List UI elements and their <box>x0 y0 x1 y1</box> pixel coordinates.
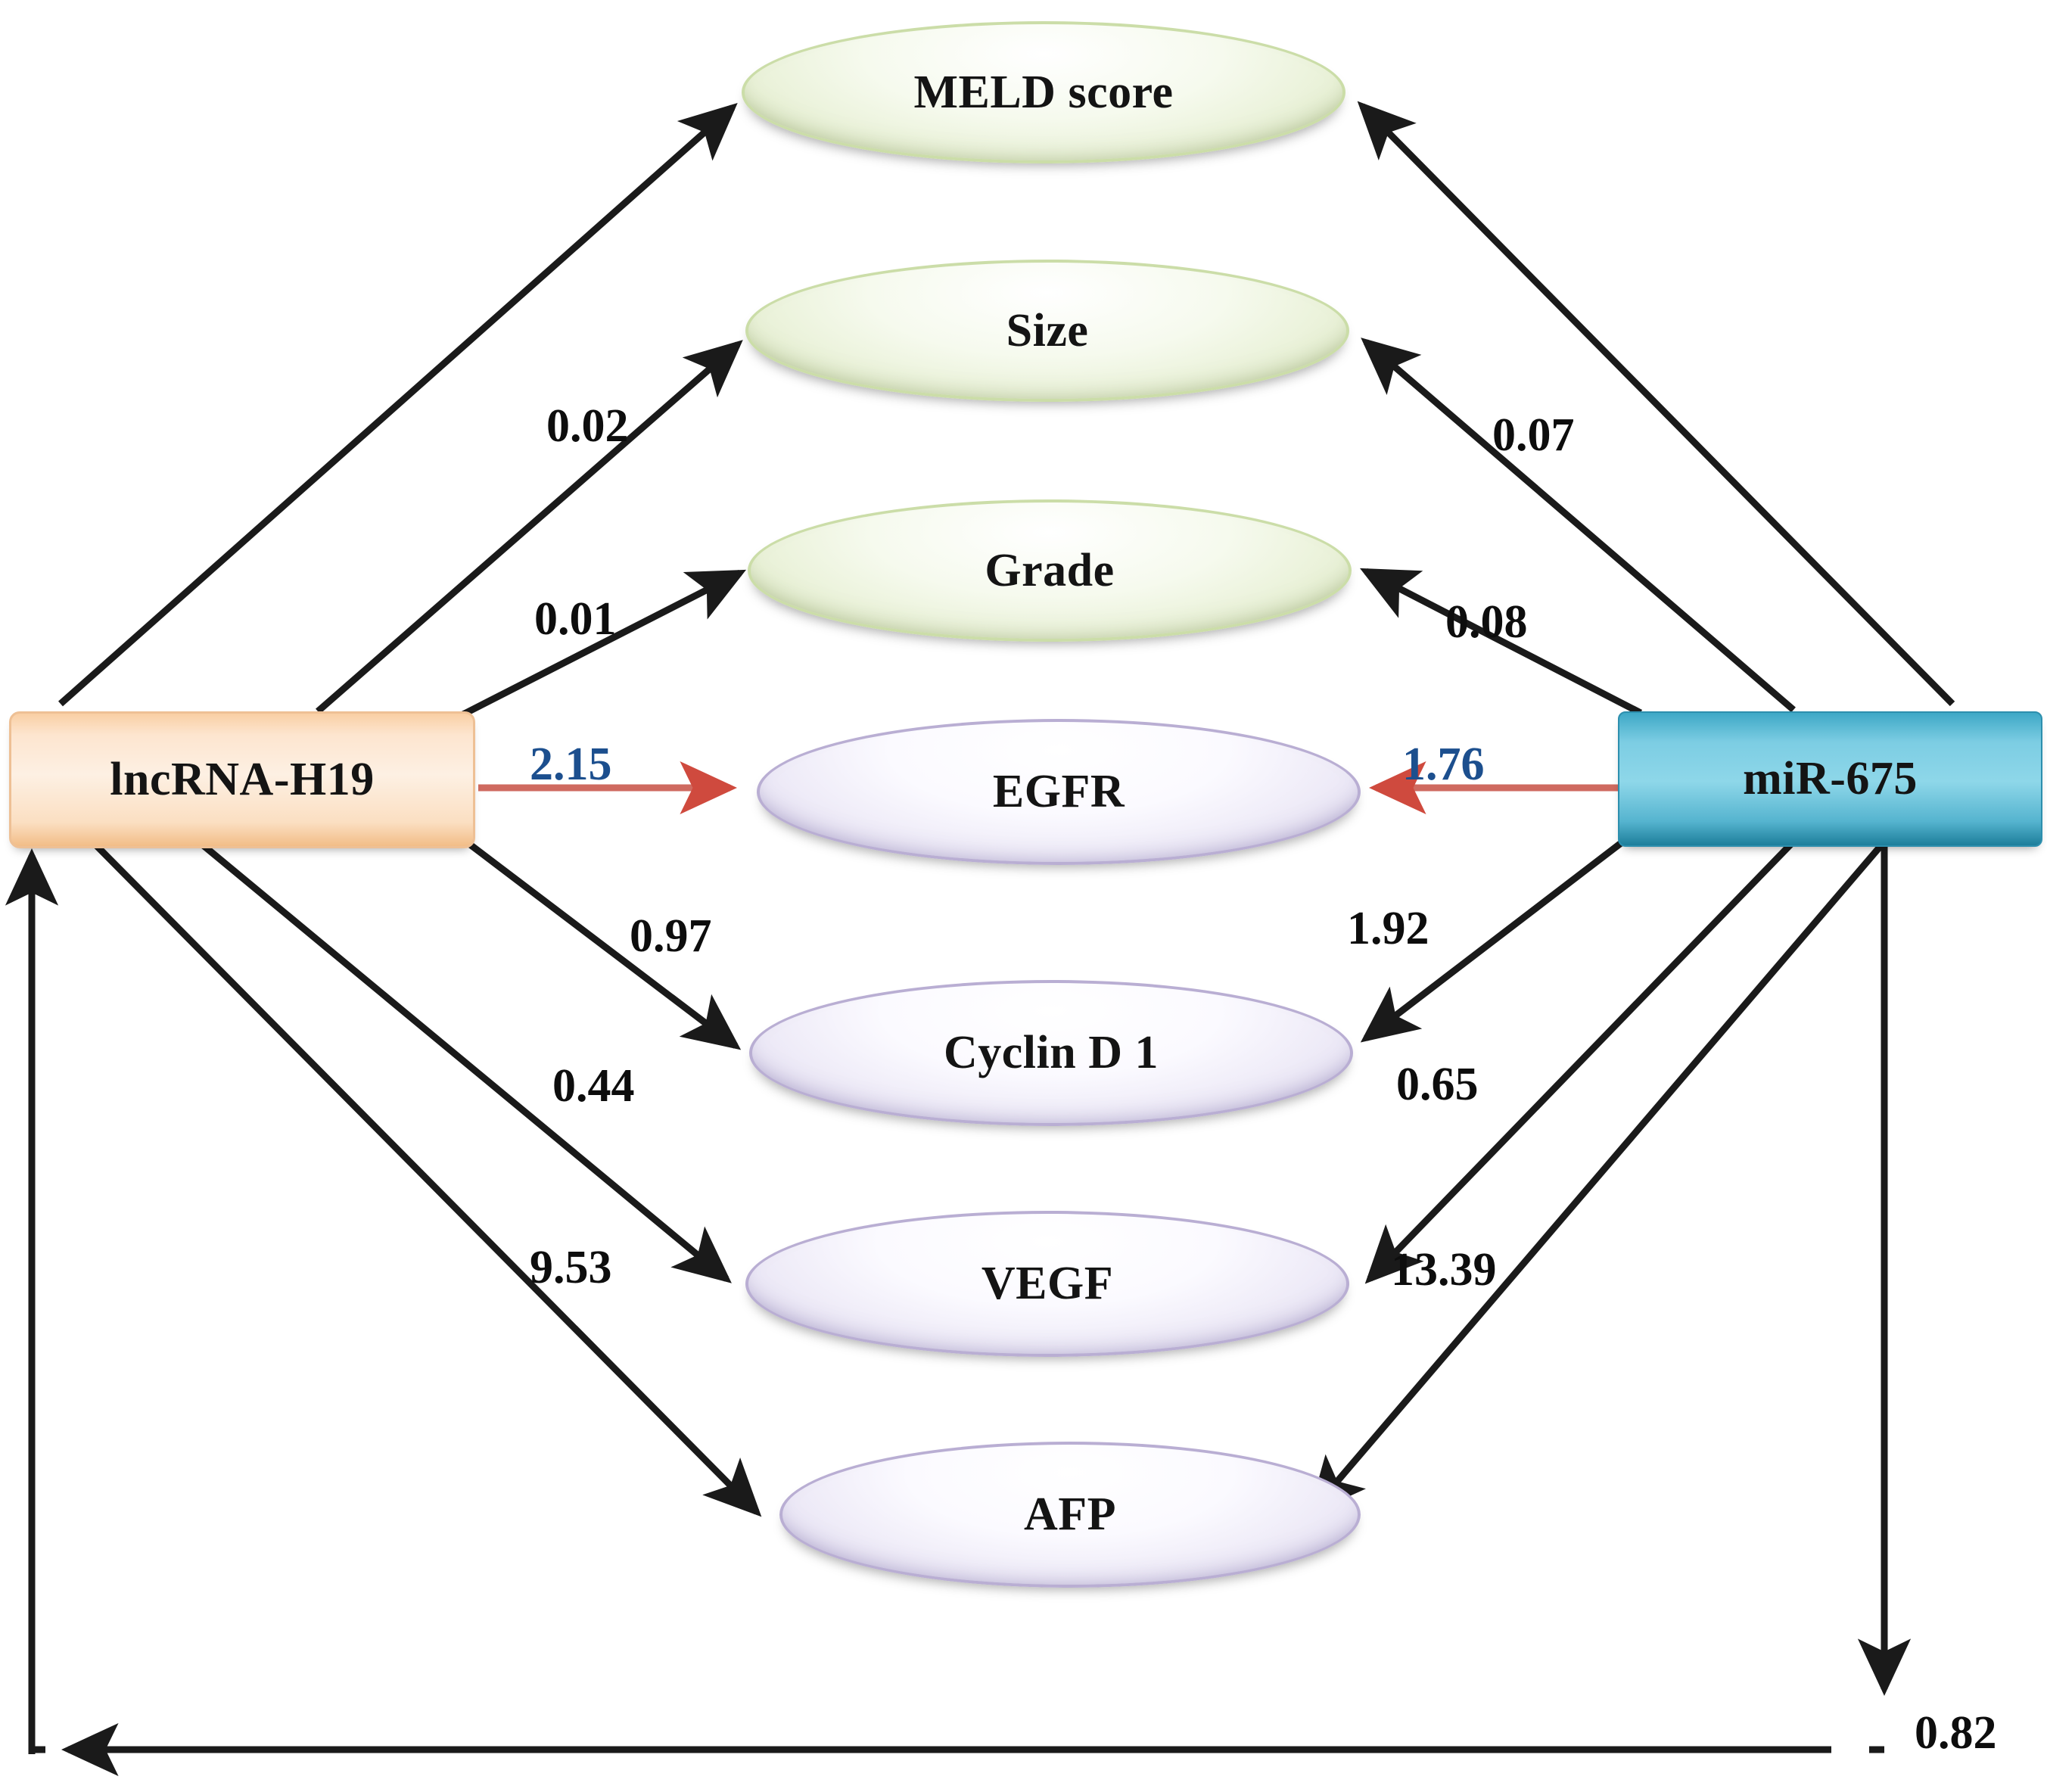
edge-label-mir675-size: 0.07 <box>1492 409 1575 461</box>
edge-label-mir675-afp: 13.39 <box>1391 1244 1497 1296</box>
edge-label-lncrna-grade: 0.01 <box>534 593 617 645</box>
edge-lncrna-ccnd1 <box>452 829 742 1050</box>
edge-label-mir675-grade: 0.08 <box>1445 596 1528 648</box>
edge-lncrna-grade <box>459 569 747 719</box>
node-vegf[interactable]: VEGF <box>745 1211 1349 1357</box>
edge-label-lncrna-afp: 9.53 <box>530 1242 612 1293</box>
node-lncrna-h19[interactable]: lncRNA-H19 <box>9 711 475 848</box>
edge-label-lncrna-cyclin-d1: 0.97 <box>630 910 712 962</box>
node-meld-score-label: MELD score <box>913 66 1174 118</box>
edge-label-lncrna-vegf: 0.44 <box>552 1060 635 1112</box>
edge-lncrna-meld <box>58 103 738 707</box>
edge-lncrna-size <box>316 340 743 714</box>
edge-label-lncrna-size: 0.02 <box>546 400 629 452</box>
node-size-label: Size <box>1006 304 1089 356</box>
edge-label-mir675-egfr: 1.76 <box>1402 739 1485 790</box>
node-egfr[interactable]: EGFR <box>757 719 1361 865</box>
node-cyclin-d1[interactable]: Cyclin D 1 <box>749 980 1353 1126</box>
node-grade[interactable]: Grade <box>748 499 1352 642</box>
edge-mir675-meld <box>1357 101 1955 707</box>
node-lncrna-h19-label: lncRNA-H19 <box>110 754 375 805</box>
node-mir675[interactable]: miR-675 <box>1618 711 2042 847</box>
node-cyclin-d1-label: Cyclin D 1 <box>944 1027 1159 1078</box>
edge-lncrna-afp <box>92 841 762 1517</box>
node-egfr-label: EGFR <box>992 766 1125 817</box>
node-size[interactable]: Size <box>745 260 1349 402</box>
edge-label-mir675-cyclin-d1: 1.92 <box>1347 903 1429 954</box>
node-grade-label: Grade <box>985 544 1115 596</box>
edge-label-mir675-vegf: 0.65 <box>1396 1059 1479 1110</box>
edge-mir675-ccnd1 <box>1360 835 1629 1043</box>
node-mir675-label: miR-675 <box>1743 753 1918 804</box>
node-afp-label: AFP <box>1023 1489 1117 1540</box>
node-vegf-label: VEGF <box>981 1258 1114 1309</box>
node-afp[interactable]: AFP <box>779 1442 1361 1588</box>
edge-mir675-size <box>1361 338 1796 713</box>
edge-label-feedback: 0.82 <box>1915 1707 1997 1759</box>
edge-lncrna-vegf <box>194 837 732 1283</box>
node-meld-score[interactable]: MELD score <box>742 21 1345 163</box>
edge-mir675-afp <box>1308 844 1884 1515</box>
edge-mir675-vegf <box>1364 838 1797 1284</box>
edge-mir675-grade <box>1359 568 1643 717</box>
edge-label-lncrna-egfr: 2.15 <box>530 739 612 790</box>
